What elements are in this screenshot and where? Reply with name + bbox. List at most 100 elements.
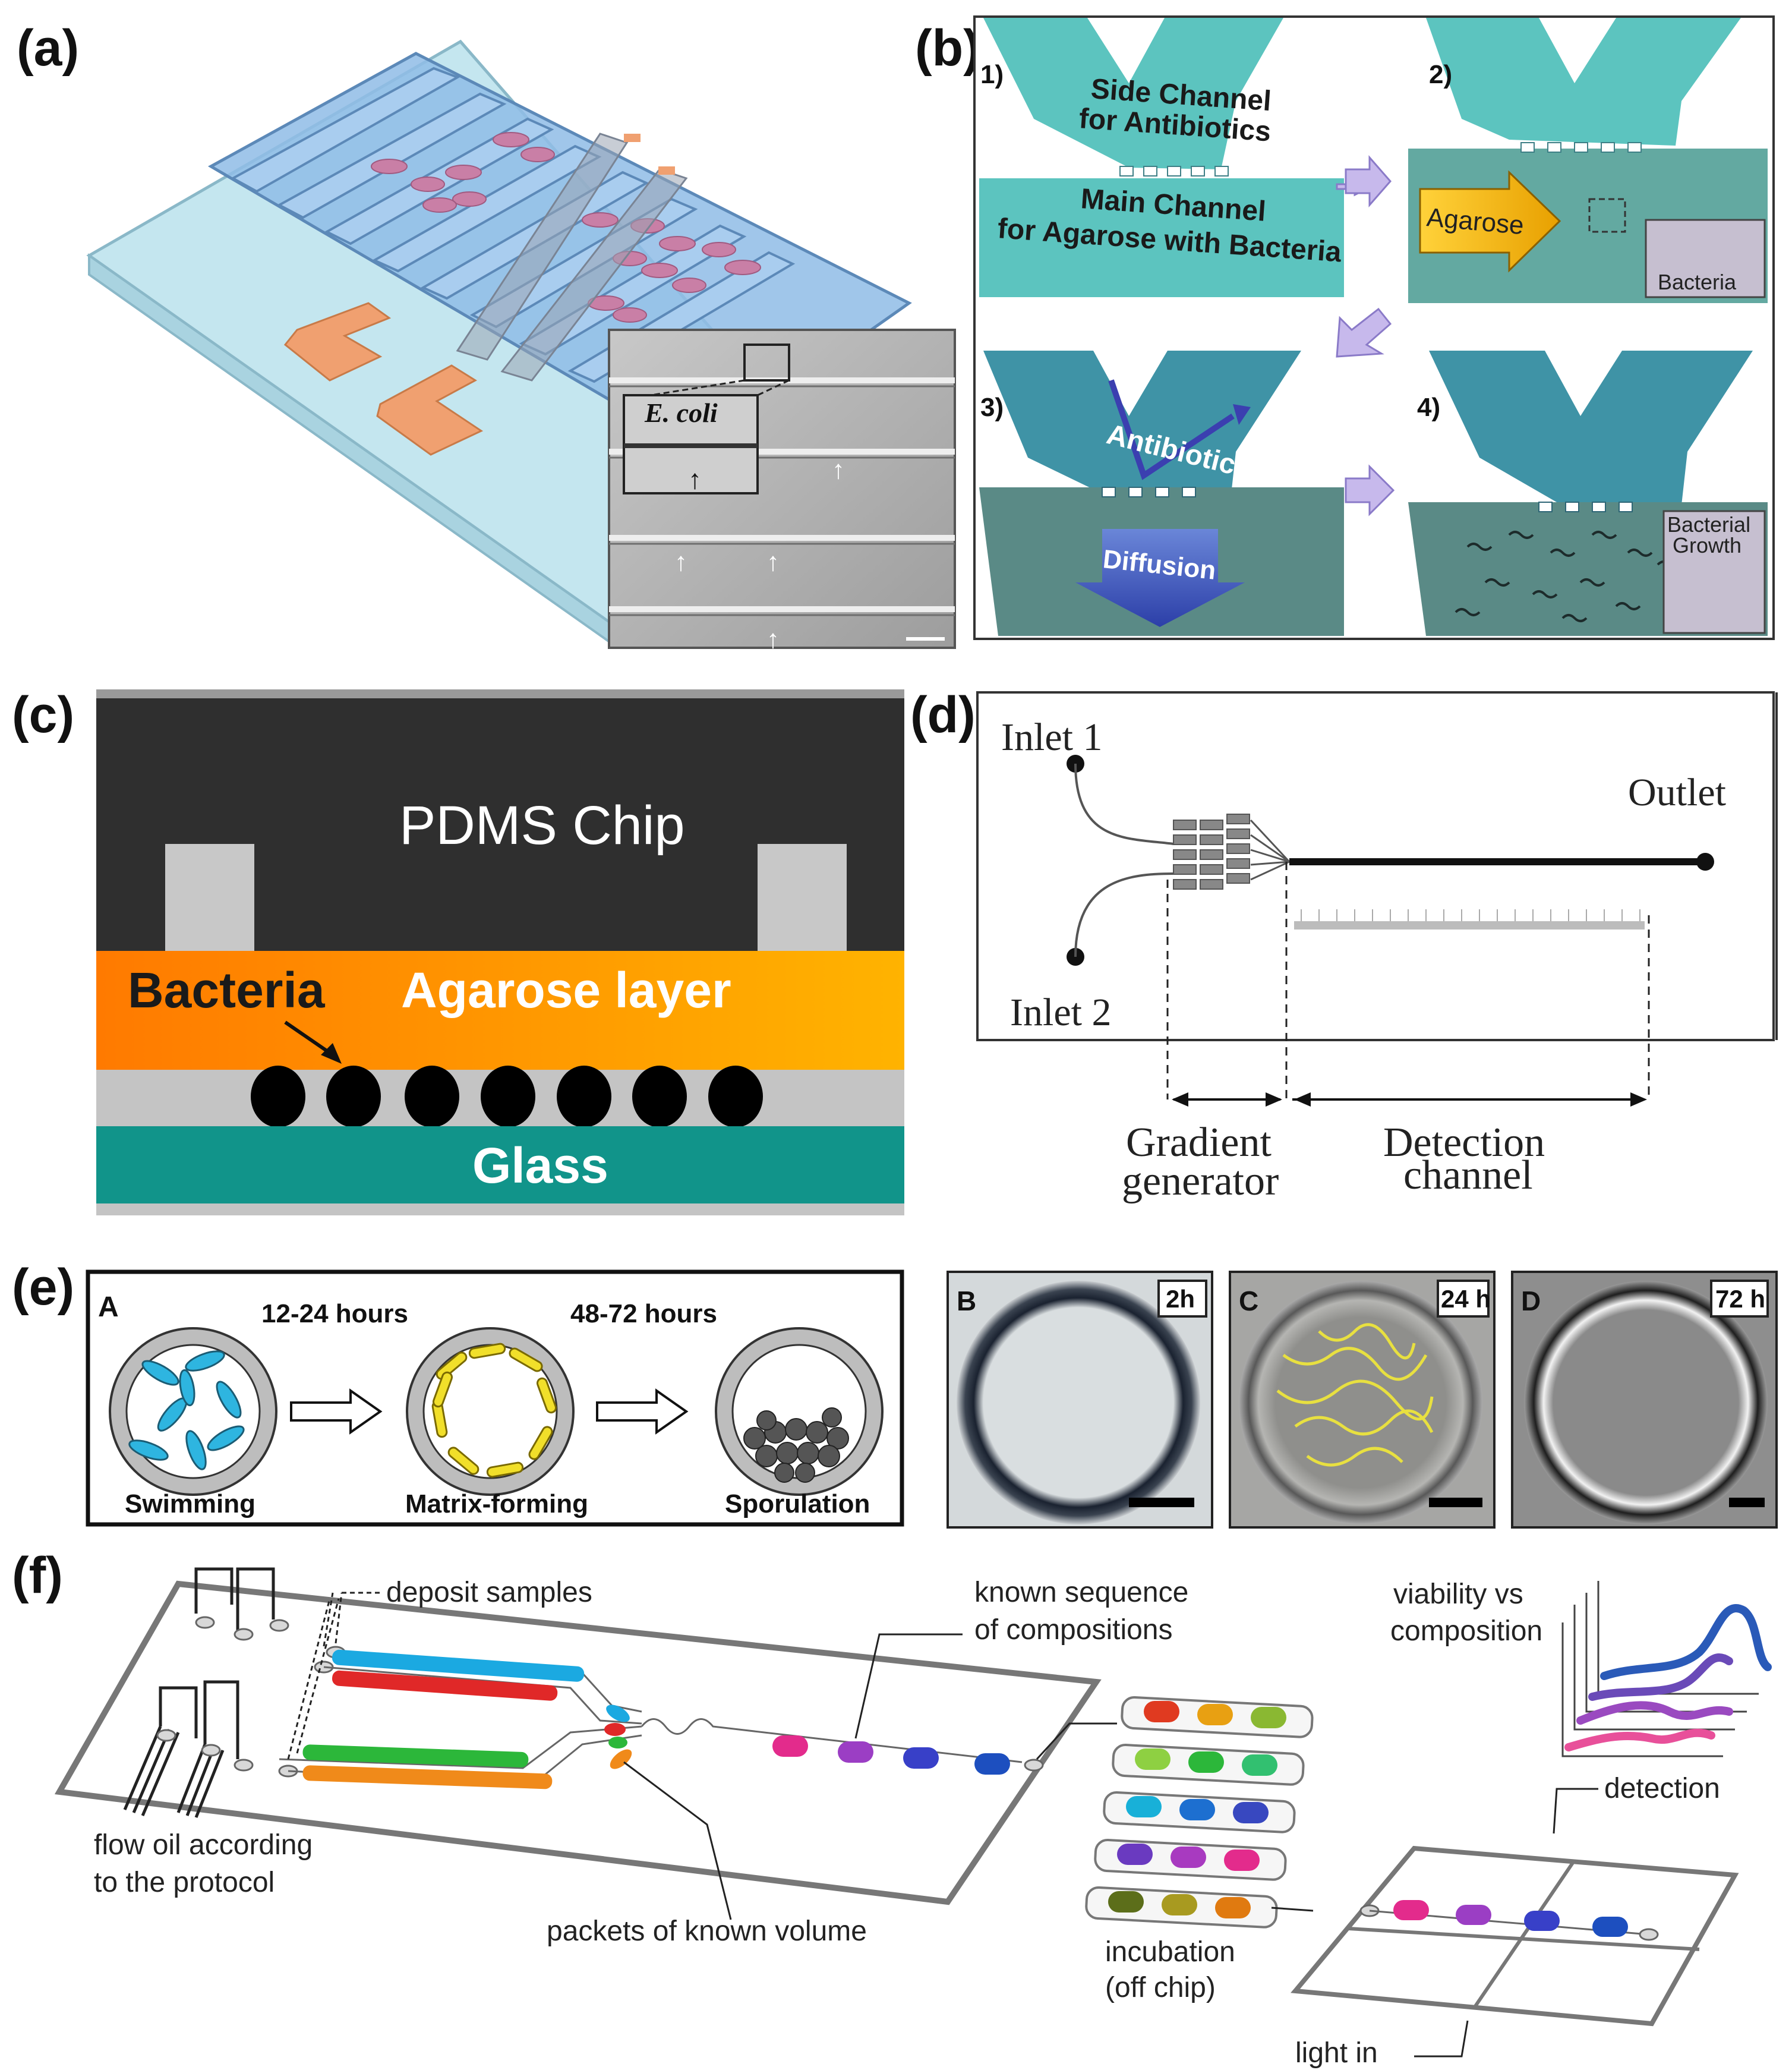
svg-text:↑: ↑ — [766, 625, 780, 654]
stage-arrow-2 — [596, 1388, 689, 1435]
glass-layer — [96, 1126, 904, 1203]
black-arrow: ↑ — [688, 464, 702, 494]
step-2-label: 2) — [1429, 60, 1452, 89]
step-2: 2) Agarose Bacteria — [1336, 18, 1768, 303]
packets-label: packets of known volume — [547, 1915, 867, 1947]
agarose-layer — [96, 951, 904, 1070]
panel-a: E. coli ↑ ↑ ↑ ↑ ↑ — [86, 39, 956, 654]
step-3: 3) Antibiotics Diffusion — [979, 351, 1344, 636]
panel-f: deposit samples known sequence of compos… — [54, 1567, 1772, 2069]
bacteria-label: Bacteria — [1658, 270, 1737, 294]
gradient-label-2: generator — [1122, 1158, 1279, 1204]
pdms-pillar-right — [758, 844, 847, 954]
bacteria-label-c: Bacteria — [128, 962, 326, 1018]
step-4-label: 4) — [1417, 393, 1440, 422]
step-4: 4) Bacterial Growth — [1408, 351, 1768, 636]
panel-c: PDMS Chip Bacteria Agarose layer Glass — [96, 689, 904, 1215]
detection-label-1: Detection — [1383, 1120, 1545, 1165]
panel-d: Inlet 1 Inlet 2 Outlet — [976, 691, 1778, 1204]
panel-label-e: (e) — [12, 1259, 74, 1316]
step-3-label: 3) — [980, 393, 1004, 422]
electrode-pad-2 — [376, 364, 484, 456]
outlet-label: Outlet — [1628, 771, 1726, 814]
bacteria-inset — [1645, 219, 1766, 298]
sample-bar-red — [332, 1670, 558, 1701]
stage2-label: Matrix-forming — [405, 1489, 588, 1518]
micrograph-c-time: 24 h — [1441, 1285, 1491, 1313]
swimming-cells — [128, 1350, 245, 1470]
matrix-cells — [431, 1343, 557, 1478]
spores — [743, 1407, 849, 1483]
pdms-pillar-left — [165, 844, 254, 954]
sub-label-a: A — [98, 1291, 119, 1323]
electrode-pad-1 — [283, 302, 392, 382]
deposit-label: deposit samples — [386, 1577, 592, 1608]
panel-label-c: (c) — [12, 686, 74, 743]
gradient-generator-d — [1173, 814, 1250, 890]
panel-b: 1) Side Channel for Antibiotics Main Cha… — [973, 15, 1775, 640]
sample-bar-blue — [332, 1649, 585, 1682]
white-arrows: ↑ ↑ ↑ ↑ — [674, 455, 845, 654]
flow-oil-label-2: to the protocol — [94, 1867, 275, 1898]
step-arrow-1 — [1345, 155, 1392, 207]
panel-label-f: (f) — [12, 1547, 63, 1604]
matrix-yellow-network — [1276, 1323, 1434, 1467]
micrograph-b-time: 2h — [1166, 1285, 1195, 1313]
viability-label-1: viability vs — [1393, 1579, 1523, 1610]
diffusion-arrow — [1075, 529, 1245, 627]
viability-curves — [1564, 1604, 1772, 1751]
incubation-label-2: (off chip) — [1105, 1972, 1216, 2003]
known-seq-label-2: of compositions — [974, 1614, 1173, 1646]
time2-label: 48-72 hours — [570, 1299, 717, 1328]
svg-text:↑: ↑ — [674, 547, 687, 576]
step-arrow-2 — [1336, 307, 1392, 358]
micrograph-c-letter: C — [1239, 1286, 1258, 1316]
electrode-strip-1 — [456, 133, 629, 361]
panel-label-d: (d) — [910, 686, 976, 743]
agarose-label-c: Agarose layer — [401, 962, 731, 1018]
detection-chip — [1291, 1845, 1739, 2027]
stage-arrow-1 — [290, 1388, 383, 1435]
step-1: 1) Side Channel for Antibiotics Main Cha… — [979, 18, 1344, 297]
incubation-droplets — [1108, 1701, 1286, 1918]
detection-label-2: channel — [1403, 1152, 1533, 1198]
chip-outline-d — [976, 691, 1775, 1041]
micrograph-d-letter: D — [1521, 1286, 1541, 1316]
agarose-arrow — [1419, 170, 1561, 273]
panel-label-a: (a) — [17, 20, 79, 77]
e-coli-label: E. coli — [644, 398, 718, 428]
oil-lines — [123, 1567, 275, 1818]
micrograph-d-time: 72 h — [1715, 1285, 1765, 1313]
gradient-label-1: Gradient — [1126, 1120, 1272, 1165]
known-seq-label-1: known sequence — [974, 1577, 1188, 1608]
svg-text:↑: ↑ — [766, 547, 780, 576]
growth-inset — [1662, 510, 1766, 634]
stage1-label: Swimming — [125, 1489, 255, 1518]
time1-label: 12-24 hours — [261, 1299, 408, 1328]
stage3-label: Sporulation — [725, 1489, 870, 1518]
inlet2-label: Inlet 2 — [1010, 991, 1111, 1034]
panel-e: A 12-24 hours 48-72 hours — [86, 1269, 1778, 1529]
light-in-label: light in — [1295, 2037, 1378, 2069]
svg-text:↑: ↑ — [832, 455, 845, 484]
incubation-label-1: incubation — [1105, 1936, 1235, 1968]
sequence-droplets — [772, 1735, 1010, 1775]
glass-label-c: Glass — [472, 1138, 608, 1193]
sample-bar-orange — [302, 1765, 553, 1789]
viability-label-2: composition — [1390, 1615, 1542, 1647]
growth-label-2: Growth — [1673, 533, 1741, 557]
sample-bar-green — [302, 1744, 529, 1767]
step-1-label: 1) — [980, 60, 1004, 89]
electrode-strip-2 — [500, 168, 688, 382]
bacteria-dots — [251, 1066, 763, 1127]
detection-label-f: detection — [1604, 1773, 1720, 1804]
pdms-label: PDMS Chip — [399, 795, 685, 856]
droplets-a — [371, 132, 761, 323]
inlet1-label: Inlet 1 — [1001, 716, 1102, 759]
chip-outline-f — [54, 1580, 1102, 1905]
panel-label-b: (b) — [915, 20, 980, 77]
micrograph-b-letter: B — [957, 1286, 976, 1316]
growth-label-1: Bacterial — [1667, 512, 1750, 537]
flow-oil-label-1: flow oil according — [94, 1829, 313, 1861]
